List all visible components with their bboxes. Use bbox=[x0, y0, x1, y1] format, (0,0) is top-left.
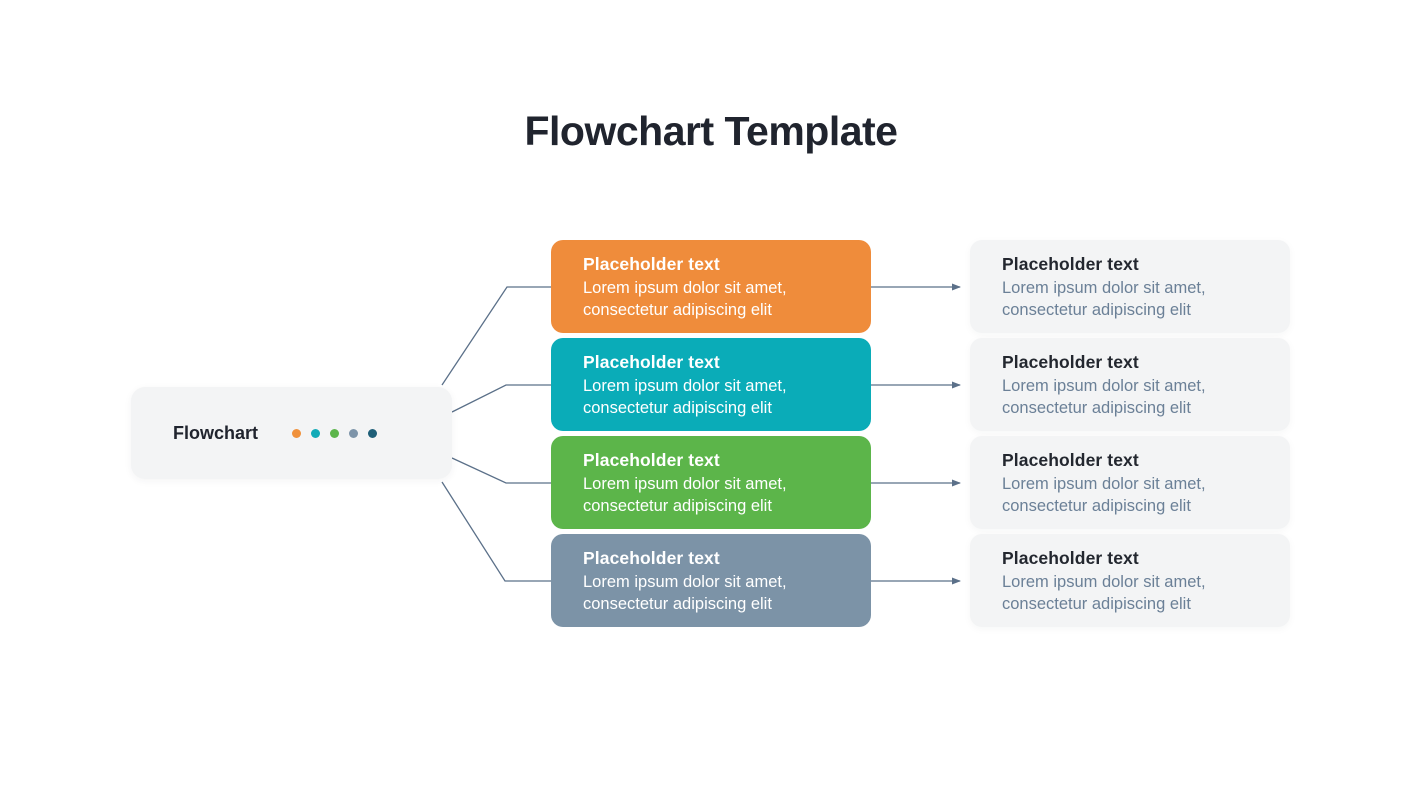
connector-root-to-node-3 bbox=[451, 457, 551, 484]
connector-root-to-node-1 bbox=[441, 286, 551, 386]
accent-dot-orange bbox=[292, 428, 302, 438]
flow-result-1[interactable]: Placeholder text Lorem ipsum dolor sit a… bbox=[970, 240, 1290, 333]
flow-result-2[interactable]: Placeholder text Lorem ipsum dolor sit a… bbox=[970, 338, 1290, 431]
flow-result-4[interactable]: Placeholder text Lorem ipsum dolor sit a… bbox=[970, 534, 1290, 627]
flow-node-body-line: consectetur adipiscing elit bbox=[583, 496, 772, 515]
flow-node-2[interactable]: Placeholder text Lorem ipsum dolor sit a… bbox=[551, 338, 871, 431]
accent-dot-teal bbox=[311, 428, 321, 438]
flow-result-body-line: consectetur adipiscing elit bbox=[1002, 496, 1191, 515]
flow-result-heading: Placeholder text bbox=[1002, 450, 1139, 470]
flow-node-body-line: consectetur adipiscing elit bbox=[583, 398, 772, 417]
accent-dot-slate bbox=[349, 428, 359, 438]
flow-node-body-line: Lorem ipsum dolor sit amet, bbox=[583, 573, 787, 591]
flow-node-4[interactable]: Placeholder text Lorem ipsum dolor sit a… bbox=[551, 534, 871, 627]
flow-result-body-line: consectetur adipiscing elit bbox=[1002, 594, 1191, 613]
flow-result-body-line: Lorem ipsum dolor sit amet, bbox=[1002, 475, 1206, 493]
flow-result-body-line: consectetur adipiscing elit bbox=[1002, 300, 1191, 319]
flow-node-1[interactable]: Placeholder text Lorem ipsum dolor sit a… bbox=[551, 240, 871, 333]
flow-node-3[interactable]: Placeholder text Lorem ipsum dolor sit a… bbox=[551, 436, 871, 529]
flow-node-body-line: Lorem ipsum dolor sit amet, bbox=[583, 475, 787, 493]
accent-dots bbox=[292, 428, 378, 438]
flow-node-body-line: consectetur adipiscing elit bbox=[583, 594, 772, 613]
connector-root-to-node-2 bbox=[451, 384, 551, 413]
flow-result-heading: Placeholder text bbox=[1002, 352, 1139, 372]
connector-root-to-node-4 bbox=[441, 481, 551, 582]
flow-result-body-line: Lorem ipsum dolor sit amet, bbox=[1002, 377, 1206, 395]
flow-result-heading: Placeholder text bbox=[1002, 548, 1139, 568]
root-node-label: Flowchart bbox=[173, 422, 259, 443]
flow-node-heading: Placeholder text bbox=[583, 548, 720, 568]
flow-node-heading: Placeholder text bbox=[583, 450, 720, 470]
flow-node-heading: Placeholder text bbox=[583, 352, 720, 372]
flow-result-heading: Placeholder text bbox=[1002, 254, 1139, 274]
accent-dot-navy bbox=[368, 428, 378, 438]
flow-result-3[interactable]: Placeholder text Lorem ipsum dolor sit a… bbox=[970, 436, 1290, 529]
flow-result-body-line: consectetur adipiscing elit bbox=[1002, 398, 1191, 417]
root-node[interactable]: Flowchart bbox=[131, 387, 452, 479]
flow-node-heading: Placeholder text bbox=[583, 254, 720, 274]
flow-node-body-line: Lorem ipsum dolor sit amet, bbox=[583, 377, 787, 395]
page-title: Flowchart Template bbox=[524, 108, 898, 154]
flow-result-body-line: Lorem ipsum dolor sit amet, bbox=[1002, 573, 1206, 591]
flow-result-body-line: Lorem ipsum dolor sit amet, bbox=[1002, 279, 1206, 297]
accent-dot-green bbox=[330, 428, 340, 438]
flow-node-body-line: Lorem ipsum dolor sit amet, bbox=[583, 279, 787, 297]
flow-node-body-line: consectetur adipiscing elit bbox=[583, 300, 772, 319]
